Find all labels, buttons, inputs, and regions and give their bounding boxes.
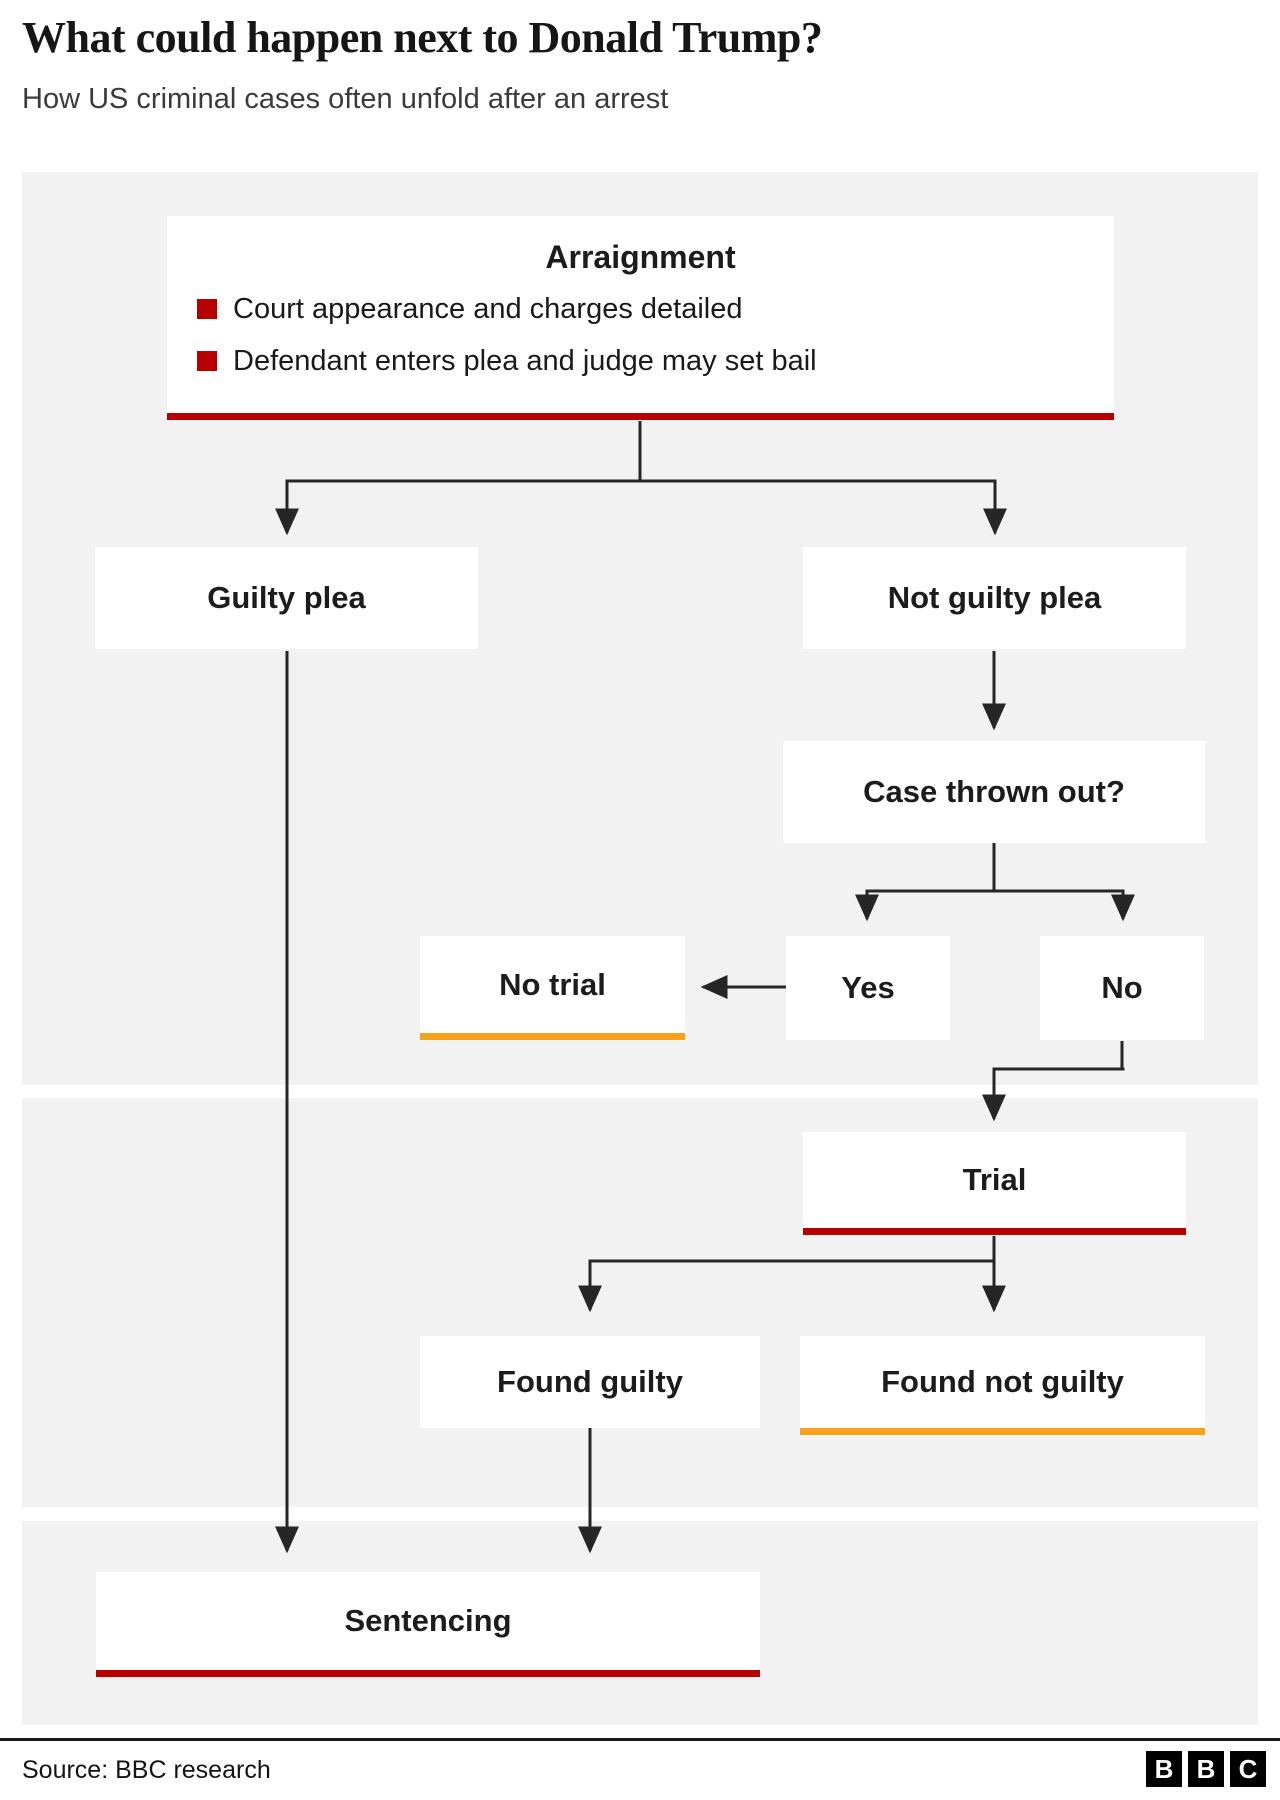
bbc-logo-letter: B: [1146, 1751, 1182, 1787]
bullet-square-icon: [197, 299, 217, 319]
footer-divider: [0, 1738, 1280, 1741]
node-not-guilty-plea: Not guilty plea: [803, 547, 1186, 649]
source-credit: Source: BBC research: [22, 1756, 271, 1784]
node-trial: Trial: [803, 1132, 1186, 1235]
node-found-not-guilty: Found not guilty: [800, 1336, 1205, 1435]
node-guilty-plea: Guilty plea: [95, 547, 478, 649]
bullet-text: Defendant enters plea and judge may set …: [233, 345, 817, 377]
node-no-trial: No trial: [420, 936, 685, 1040]
node-yes: Yes: [786, 936, 950, 1040]
list-item: Defendant enters plea and judge may set …: [197, 342, 1114, 380]
page-title: What could happen next to Donald Trump?: [22, 13, 823, 62]
node-arraignment: Arraignment Court appearance and charges…: [167, 216, 1114, 420]
arraignment-bullet-list: Court appearance and charges detailed De…: [197, 290, 1114, 380]
node-case-thrown-out: Case thrown out?: [783, 741, 1205, 843]
node-sentencing: Sentencing: [96, 1572, 760, 1677]
node-no: No: [1040, 936, 1204, 1040]
page-subtitle: How US criminal cases often unfold after…: [22, 83, 669, 115]
bullet-square-icon: [197, 351, 217, 371]
bbc-logo-letter: B: [1188, 1751, 1224, 1787]
list-item: Court appearance and charges detailed: [197, 290, 1114, 328]
bbc-logo-letter: C: [1230, 1751, 1266, 1787]
node-found-guilty: Found guilty: [420, 1336, 760, 1428]
node-arraignment-label: Arraignment: [545, 239, 736, 275]
bullet-text: Court appearance and charges detailed: [233, 293, 743, 325]
bbc-logo: B B C: [1146, 1751, 1266, 1787]
